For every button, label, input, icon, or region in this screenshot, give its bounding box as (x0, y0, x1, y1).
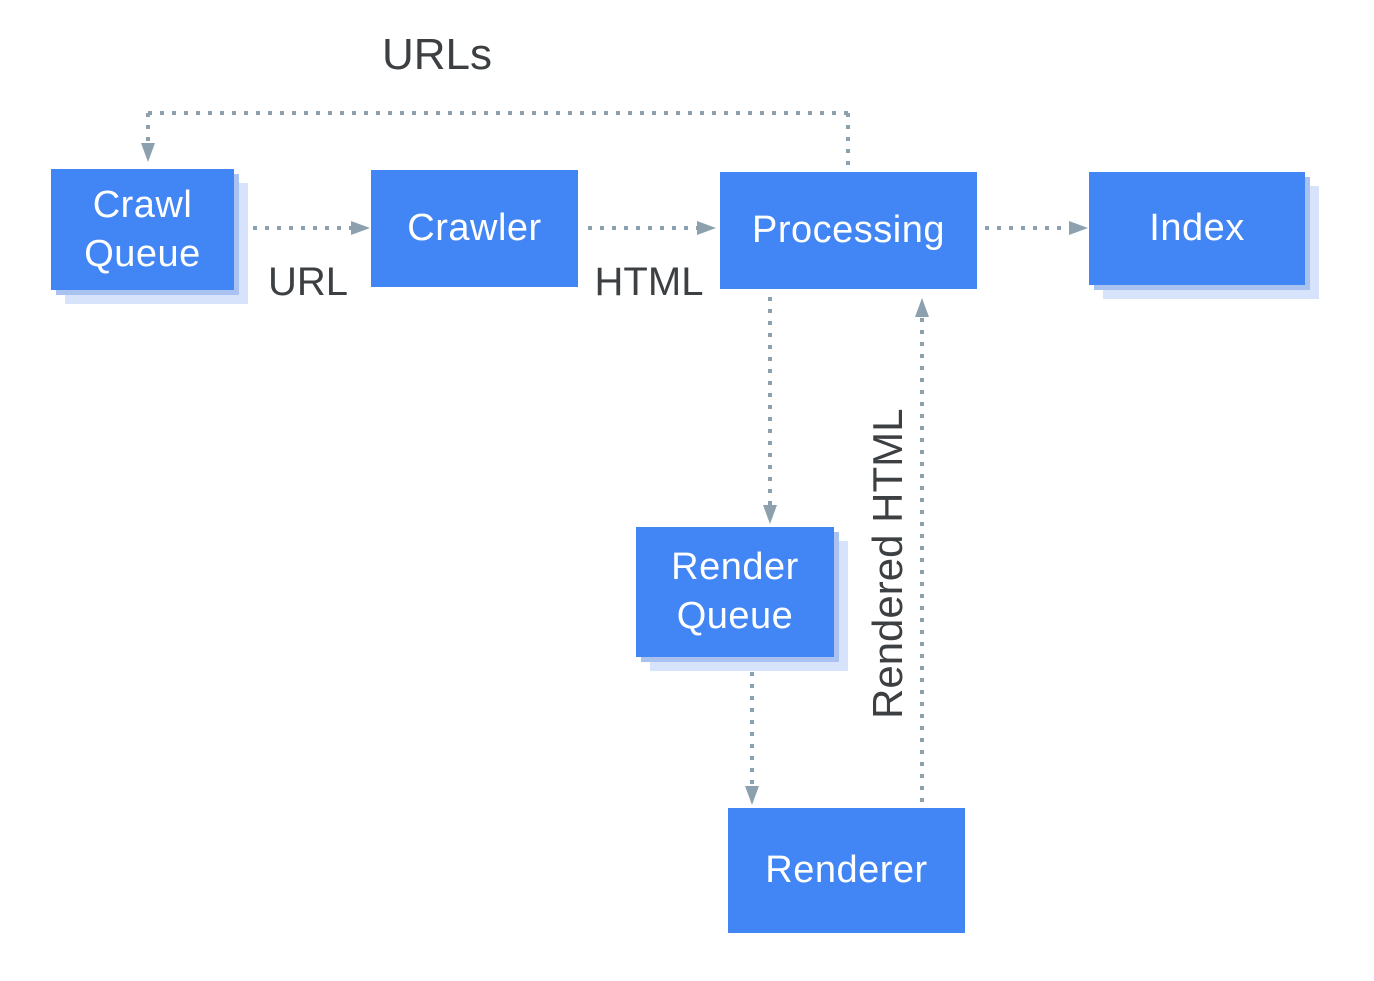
node-crawl-queue-label: Crawl Queue (84, 183, 201, 275)
edge-feedback-urls-right-segment (846, 113, 850, 170)
edge-label-urls: URLs (381, 30, 493, 79)
node-render-queue-label: Render Queue (671, 546, 799, 637)
arrowhead-into-processing-icon (697, 221, 716, 235)
edge-render-queue-to-renderer (750, 672, 754, 786)
arrowhead-into-render-queue-icon (763, 505, 777, 524)
edge-feedback-urls-left-segment (146, 113, 150, 143)
arrowhead-into-crawl-queue-icon (141, 143, 155, 162)
node-crawl-queue: Crawl Queue (51, 169, 234, 290)
arrowhead-into-crawler-icon (351, 221, 370, 235)
edge-label-html: HTML (594, 260, 704, 304)
edge-renderer-to-processing (920, 318, 924, 806)
node-index: Index (1089, 172, 1305, 285)
node-processing: Processing (720, 172, 977, 289)
edge-label-rendered-html: Rendered HTML (864, 408, 911, 719)
node-crawler: Crawler (371, 170, 578, 287)
arrowhead-into-renderer-icon (745, 786, 759, 805)
node-crawler-label: Crawler (407, 207, 542, 250)
node-index-label: Index (1149, 207, 1245, 250)
edge-processing-to-index (985, 226, 1070, 230)
node-processing-label: Processing (752, 209, 945, 252)
edge-label-url: URL (267, 260, 349, 304)
arrowhead-into-processing-bottom-icon (915, 298, 929, 317)
arrowhead-into-index-icon (1069, 221, 1088, 235)
node-renderer-label: Renderer (765, 849, 928, 892)
node-renderer: Renderer (728, 808, 965, 933)
edge-feedback-urls-horizontal (148, 111, 848, 115)
edge-crawl-queue-to-crawler (253, 226, 351, 230)
edge-processing-to-render-queue (768, 297, 772, 505)
edge-crawler-to-processing (588, 226, 698, 230)
node-render-queue: Render Queue (636, 527, 834, 657)
